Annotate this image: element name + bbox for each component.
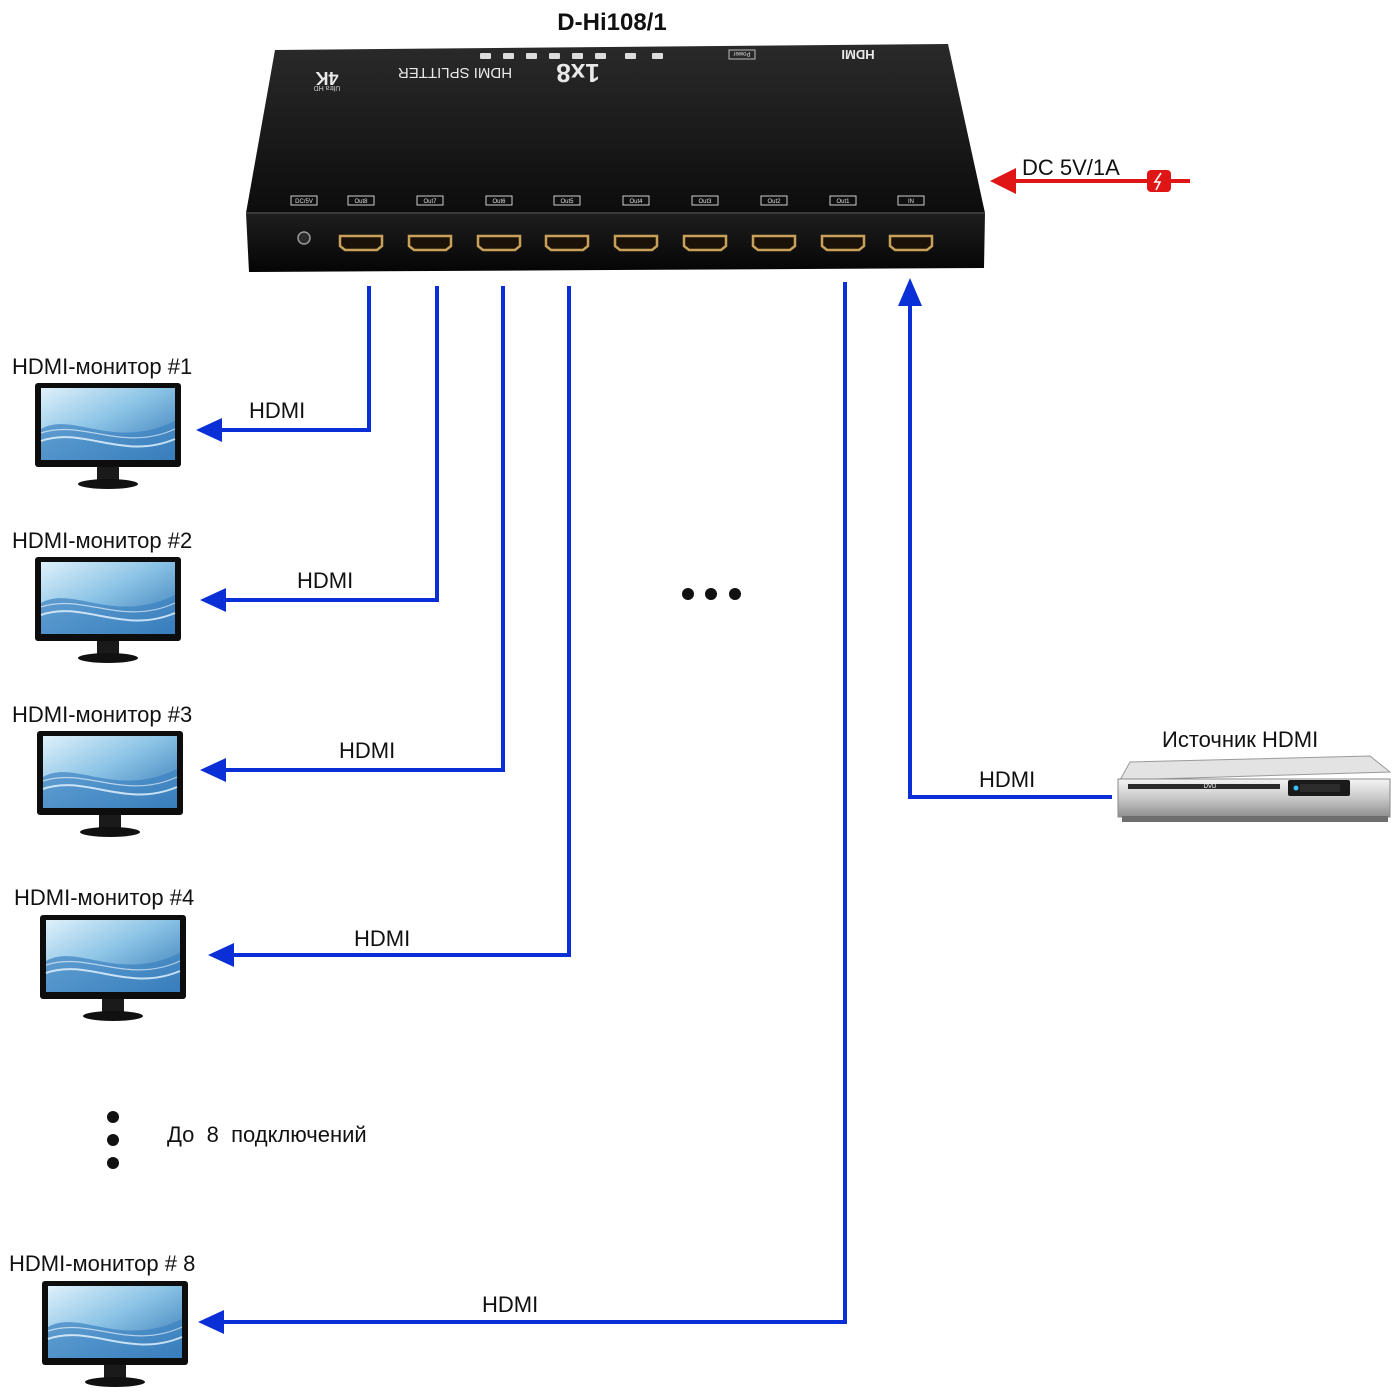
port-label-box — [485, 195, 513, 206]
hdmi-port — [338, 234, 384, 252]
monitor-label: HDMI-монитор # 8 — [9, 1251, 195, 1276]
device-top-labels: 1x8 HDMI SPLITTER 4K Ultra HD HDMI Power — [314, 47, 875, 91]
cable-label-monitor-4: HDMI — [354, 926, 410, 951]
led-indicator — [625, 53, 636, 59]
arrow-head-monitor-1 — [196, 418, 222, 442]
cable-out3-monitor-3 — [222, 286, 505, 772]
port-label: Out4 — [629, 199, 643, 205]
cable-out4-monitor-4 — [230, 286, 571, 957]
monitor-icon — [34, 556, 182, 664]
monitor-label: HDMI-монитор #2 — [12, 528, 192, 553]
arrow-head-monitor-8 — [198, 1310, 224, 1334]
led-indicator — [503, 53, 514, 59]
port-label: Out7 — [423, 199, 437, 205]
cable-label-source: HDMI — [979, 767, 1035, 792]
device-name-label: HDMI SPLITTER — [398, 64, 512, 81]
monitor-label: HDMI-монитор #3 — [12, 702, 192, 727]
device-title: D-Hi108/1 — [557, 9, 666, 36]
cable-label-monitor-2: HDMI — [297, 568, 353, 593]
led-indicator — [595, 53, 606, 59]
power-arrow-head — [990, 168, 1016, 194]
arrow-head-monitor-2 — [200, 588, 226, 612]
horizontal-ellipsis-icon — [682, 588, 741, 600]
dvd-player-icon: DVD — [1117, 755, 1392, 822]
port-label: Out5 — [560, 199, 574, 205]
device-brand-label: HDMI — [841, 47, 874, 62]
device-model-label: 1x8 — [556, 58, 599, 88]
hdmi-source: Источник HDMI DVD — [1117, 727, 1392, 822]
dvd-label: DVD — [1204, 784, 1217, 790]
power-plug-icon — [1147, 170, 1171, 192]
hdmi-port — [407, 234, 453, 252]
led-indicator-row — [480, 53, 663, 59]
monitor-icon — [41, 1280, 189, 1388]
port-label-box — [553, 195, 581, 206]
monitor-icon — [36, 730, 184, 838]
port-label: Out2 — [767, 199, 781, 205]
vertical-ellipsis-icon — [107, 1111, 119, 1169]
port-label-box — [416, 195, 444, 206]
monitor-4: HDMI-монитор #4 — [14, 885, 194, 1022]
power-input: DC 5V/1A — [990, 155, 1190, 194]
device-power-label: Power — [733, 50, 750, 56]
monitor-label: HDMI-монитор #1 — [12, 354, 192, 379]
arrow-head-monitor-3 — [200, 758, 226, 782]
cable-out2-monitor-2 — [222, 286, 439, 602]
monitor-icon — [34, 382, 182, 490]
led-indicator — [549, 53, 560, 59]
cable-label-monitor-8: HDMI — [482, 1292, 538, 1317]
port-label-box — [897, 195, 925, 206]
port-row — [297, 231, 934, 252]
monitor-2: HDMI-монитор #2 — [12, 528, 192, 664]
led-indicator — [572, 53, 583, 59]
led-indicator — [480, 53, 491, 59]
led-indicator — [652, 53, 663, 59]
hdmi-splitter-device: 1x8 HDMI SPLITTER 4K Ultra HD HDMI Power… — [246, 44, 985, 272]
port-label-row: DC/5V Out8 Out7 Out6 Out5 Out4 Out3 Out2 Out1 IN — [290, 195, 925, 206]
hdmi-port — [751, 234, 797, 252]
cable-source-input — [908, 302, 1112, 799]
port-label-box — [691, 195, 719, 206]
power-label: DC 5V/1A — [1022, 155, 1120, 180]
port-label-box — [290, 195, 318, 206]
port-label-box — [760, 195, 788, 206]
arrow-head-monitor-4 — [208, 943, 234, 967]
hdmi-port — [613, 234, 659, 252]
dc-power-jack — [297, 231, 311, 245]
port-label: IN — [908, 199, 914, 205]
monitor-icon — [39, 914, 187, 1022]
monitor-3: HDMI-монитор #3 — [12, 702, 192, 838]
hdmi-port — [888, 234, 934, 252]
hdmi-port — [476, 234, 522, 252]
hdmi-port — [544, 234, 590, 252]
monitor-label: HDMI-монитор #4 — [14, 885, 194, 910]
source-label: Источник HDMI — [1162, 727, 1318, 752]
more-connections-note: До 8 подключений — [167, 1122, 367, 1147]
monitor-1: HDMI-монитор #1 — [12, 354, 192, 490]
cable-out1-monitor-1 — [218, 286, 371, 432]
device-4k-label: 4K — [315, 68, 338, 88]
port-label: Out1 — [836, 199, 850, 205]
hdmi-port — [820, 234, 866, 252]
cable-label-monitor-3: HDMI — [339, 738, 395, 763]
cable-label-monitor-1: HDMI — [249, 398, 305, 423]
port-label: Out8 — [354, 199, 368, 205]
device-uhd-label: Ultra HD — [314, 84, 341, 91]
hdmi-port — [682, 234, 728, 252]
led-indicator — [526, 53, 537, 59]
monitor-8: HDMI-монитор # 8 — [9, 1251, 195, 1388]
port-label: Out3 — [698, 199, 712, 205]
arrow-head-input — [898, 278, 922, 306]
device-power-label-group: Power — [728, 49, 756, 60]
cable-out8-monitor-8 — [220, 282, 847, 1324]
port-label-box — [829, 195, 857, 206]
port-label: DC/5V — [295, 199, 313, 205]
port-label-box — [622, 195, 650, 206]
port-label: Out6 — [492, 199, 506, 205]
port-label-box — [347, 195, 375, 206]
